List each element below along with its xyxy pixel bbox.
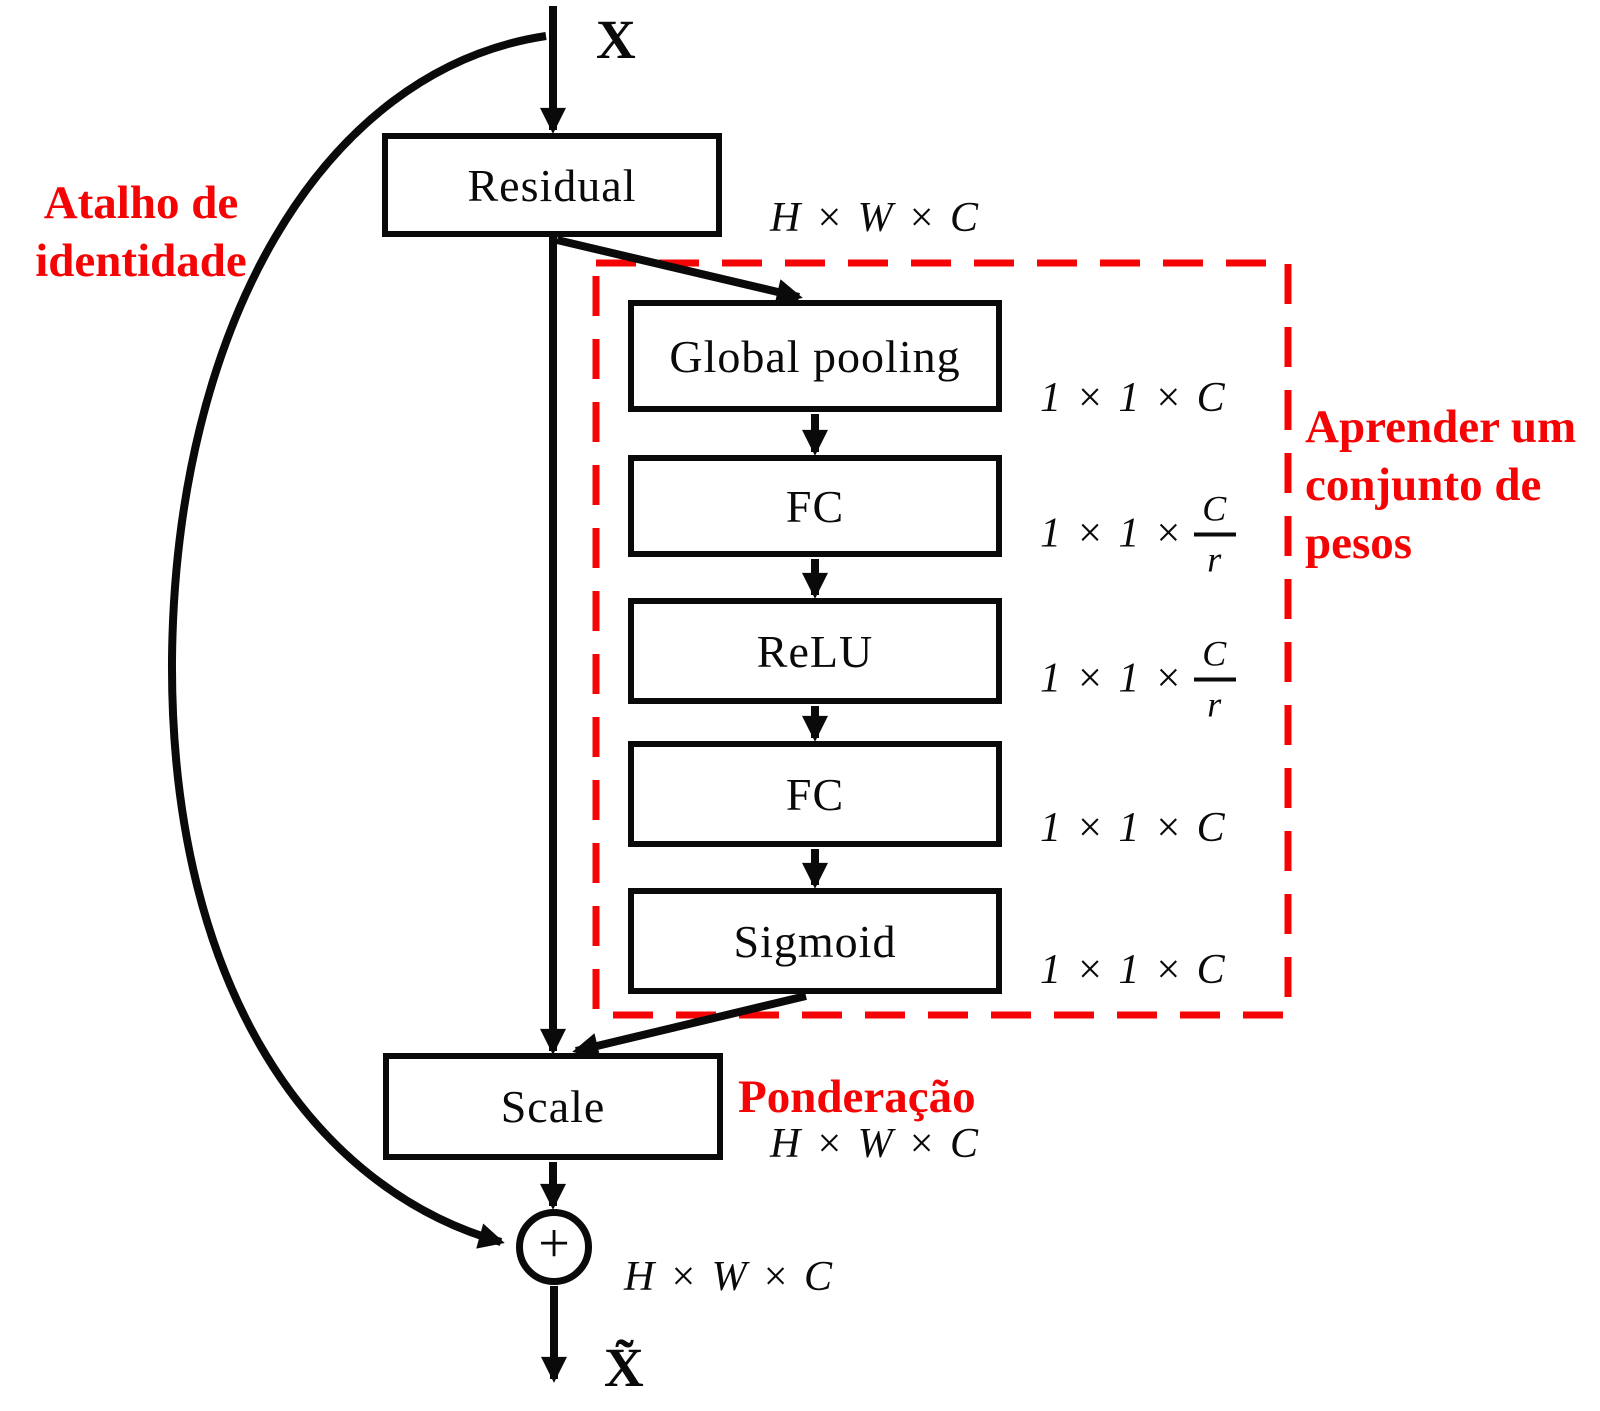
dim-sum-output: H × W × C (624, 1254, 835, 1300)
identity-shortcut-annotation: Atalho de identidade (25, 174, 257, 290)
sum-node: + (516, 1209, 592, 1285)
input-variable: X (596, 9, 636, 70)
plus-icon: + (538, 1213, 570, 1275)
dim-fc1-fraction: C r (1194, 489, 1237, 580)
dim-global-pooling-output: 1 × 1 × C (1040, 375, 1227, 421)
dim-fc1-denominator: r (1207, 539, 1224, 580)
learn-weights-annotation: Aprender um conjunto de pesos (1305, 398, 1576, 572)
dim-sigmoid-output: 1 × 1 × C (1040, 947, 1227, 993)
learn-weights-line3: pesos (1305, 517, 1413, 569)
identity-annotation-line1: Atalho de (43, 177, 239, 229)
fc2-block: FC (628, 741, 1002, 847)
relu-block: ReLU (628, 598, 1002, 704)
global-pooling-label: Global pooling (669, 330, 961, 382)
learn-weights-line1: Aprender um (1305, 401, 1577, 453)
scale-label: Scale (500, 1081, 606, 1132)
learn-weights-line2: conjunto de (1305, 459, 1542, 511)
sigmoid-block: Sigmoid (628, 888, 1002, 994)
residual-block-label: Residual (467, 159, 637, 211)
dim-relu-prefix: 1 × 1 × (1040, 655, 1185, 701)
residual-to-pooling-arrow (556, 236, 803, 305)
dim-relu-denominator: r (1207, 684, 1224, 725)
dim-fc1-prefix: 1 × 1 × (1040, 510, 1185, 556)
dim-relu-output: 1 × 1 × C r (1040, 634, 1237, 725)
dim-residual-output: H × W × C (770, 195, 981, 241)
dim-scale-output: H × W × C (770, 1121, 981, 1167)
dim-fc1-output: 1 × 1 × C r (1040, 489, 1237, 580)
identity-annotation-line2: identidade (35, 235, 247, 287)
learn-weights-dashed-region (592, 259, 1292, 1019)
dim-relu-fraction: C r (1194, 634, 1237, 725)
fc1-block: FC (628, 455, 1002, 557)
dim-fc2-output: 1 × 1 × C (1040, 805, 1227, 851)
output-variable: X̃ (604, 1337, 644, 1398)
weighting-annotation: Ponderação (738, 1071, 976, 1123)
dim-relu-numerator: C (1194, 634, 1237, 682)
relu-label: ReLU (756, 625, 874, 677)
scale-block: Scale (383, 1053, 723, 1160)
sigmoid-label: Sigmoid (733, 915, 897, 967)
dim-fc1-numerator: C (1194, 489, 1237, 537)
global-pooling-block: Global pooling (628, 300, 1002, 412)
sigmoid-to-scale-arrow (572, 992, 807, 1059)
identity-shortcut-arc (167, 32, 547, 1249)
fc2-label: FC (785, 768, 845, 820)
residual-block: Residual (382, 133, 722, 237)
fc1-label: FC (785, 480, 845, 532)
